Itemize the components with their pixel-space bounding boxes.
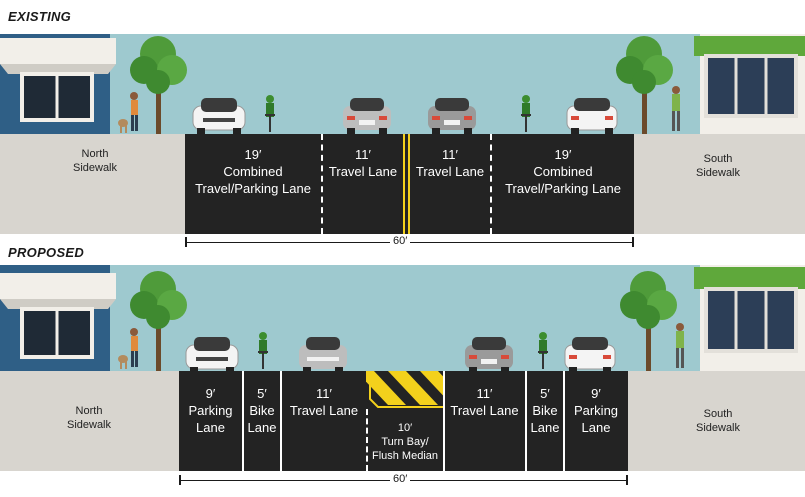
north-sidewalk-label: North Sidewalk [40, 147, 150, 175]
lane-divider-solid [443, 371, 445, 471]
south-sidewalk-label: South Sidewalk [663, 152, 773, 180]
south-building-illustration [694, 34, 805, 134]
lane-label: 9′ Parking Lane [179, 385, 242, 436]
south-pedestrian-illustration [672, 321, 688, 371]
north-tree-illustration [128, 34, 190, 134]
pedestrian-with-dog-illustration [114, 89, 144, 134]
lane-name: Travel Lane [328, 164, 398, 179]
proposed-title: PROPOSED [8, 245, 85, 260]
cyclist-illustration [253, 331, 273, 371]
north-sidewalk [0, 371, 179, 471]
south-sidewalk-label-line: South [703, 408, 733, 420]
lane-label: 9′ Parking Lane [564, 385, 628, 436]
center-line-double-yellow [403, 134, 405, 234]
lane-label: 19′ Combined Travel/Parking Lane [185, 146, 321, 197]
existing-title: EXISTING [8, 9, 72, 24]
lane-name: Bike [249, 403, 275, 418]
north-sidewalk-label: North Sidewalk [34, 404, 144, 432]
lane-label: 19′ Combined Travel/Parking Lane [492, 146, 634, 197]
car-rear-view-illustration [426, 96, 478, 134]
lane-width: 10′ [397, 422, 413, 434]
lane-label: 11′ Travel Lane [282, 385, 366, 419]
lane-width: 5′ [540, 386, 550, 401]
north-building-illustration [0, 34, 118, 134]
south-sidewalk-label-line: Sidewalk [695, 422, 741, 434]
lane-label: 10′ Turn Bay/ Flush Median [362, 421, 448, 463]
lane-label: 11′ Travel Lane [410, 146, 490, 180]
lane-width: 11′ [476, 386, 493, 401]
lane-name: Combined [533, 164, 593, 179]
lane-name: Lane [247, 420, 277, 435]
lane-name: Bike [532, 403, 558, 418]
cyclist-illustration [533, 331, 553, 371]
lane-name: Flush Median [371, 450, 439, 462]
bike-lane-stripe [242, 371, 244, 471]
proposed-background [0, 265, 805, 371]
car-rear-view-illustration [463, 335, 515, 373]
existing-section: North Sidewalk South Sidewalk 19′ Combin… [0, 34, 805, 250]
north-sidewalk [0, 134, 185, 234]
lane-name: Turn Bay/ [381, 436, 429, 448]
car-front-view-illustration [297, 335, 349, 373]
lane-width: 19′ [554, 147, 572, 162]
lane-width: 11′ [442, 147, 458, 162]
cyclist-illustration [516, 94, 536, 134]
bike-lane-stripe [563, 371, 565, 471]
south-sidewalk [634, 134, 805, 234]
lane-name: Travel Lane [289, 403, 359, 418]
north-tree-illustration [128, 269, 190, 371]
lane-divider-dashed [321, 134, 323, 234]
total-width-label: 60′ [390, 473, 411, 485]
lane-name: Parking [573, 403, 619, 418]
lane-name: Travel Lane [450, 403, 519, 418]
lane-label: 11′ Travel Lane [444, 385, 525, 419]
lane-name: Combined [223, 164, 283, 179]
turn-bay-divider-dashed [366, 409, 368, 471]
car-rear-view-illustration [563, 335, 617, 373]
lane-name: Lane [581, 420, 611, 435]
south-sidewalk-label-line: South [703, 153, 733, 165]
lane-width: 11′ [316, 386, 332, 401]
north-sidewalk-label-line: Sidewalk [66, 419, 112, 431]
north-building-illustration [0, 265, 118, 371]
south-tree-illustration [618, 269, 680, 371]
south-building-illustration [694, 265, 805, 371]
lane-width: 11′ [355, 147, 371, 162]
lane-label: 11′ Travel Lane [323, 146, 403, 180]
lane-divider-dashed [490, 134, 492, 234]
pedestrian-with-dog-illustration [114, 325, 144, 370]
lane-name: Parking [188, 403, 233, 418]
car-front-view-illustration [191, 96, 247, 134]
lane-name: Travel/Parking Lane [195, 181, 311, 196]
cyclist-illustration [260, 94, 280, 134]
bike-lane-stripe [280, 371, 282, 471]
total-width-label: 60′ [390, 235, 411, 247]
car-rear-view-illustration [565, 96, 619, 134]
bike-lane-stripe [525, 371, 527, 471]
south-sidewalk-label: South Sidewalk [663, 407, 773, 435]
north-sidewalk-label-line: Sidewalk [72, 162, 118, 174]
lane-name: Travel/Parking Lane [505, 181, 621, 196]
lane-name: Travel Lane [415, 164, 485, 179]
south-pedestrian-illustration [668, 84, 684, 134]
lane-name: Lane [530, 420, 560, 435]
car-rear-view-illustration [341, 96, 393, 134]
north-sidewalk-label-line: North [81, 148, 109, 160]
north-sidewalk-label-line: North [75, 405, 103, 417]
south-sidewalk [628, 371, 805, 471]
proposed-section: North Sidewalk South Sidewalk 9′ Parking… [0, 265, 805, 497]
lane-name: Lane [196, 420, 225, 435]
lane-width: 5′ [257, 386, 267, 401]
lane-width: 9′ [591, 386, 601, 401]
south-sidewalk-label-line: Sidewalk [695, 167, 741, 179]
lane-label: 5′ Bike Lane [526, 385, 564, 436]
flush-median-hatching [366, 371, 444, 471]
existing-background [0, 34, 805, 134]
car-front-view-illustration [184, 335, 240, 373]
lane-width: 19′ [244, 147, 262, 162]
lane-label: 5′ Bike Lane [243, 385, 281, 436]
south-tree-illustration [614, 34, 676, 134]
lane-width: 9′ [205, 386, 216, 401]
center-line-double-yellow [408, 134, 410, 234]
